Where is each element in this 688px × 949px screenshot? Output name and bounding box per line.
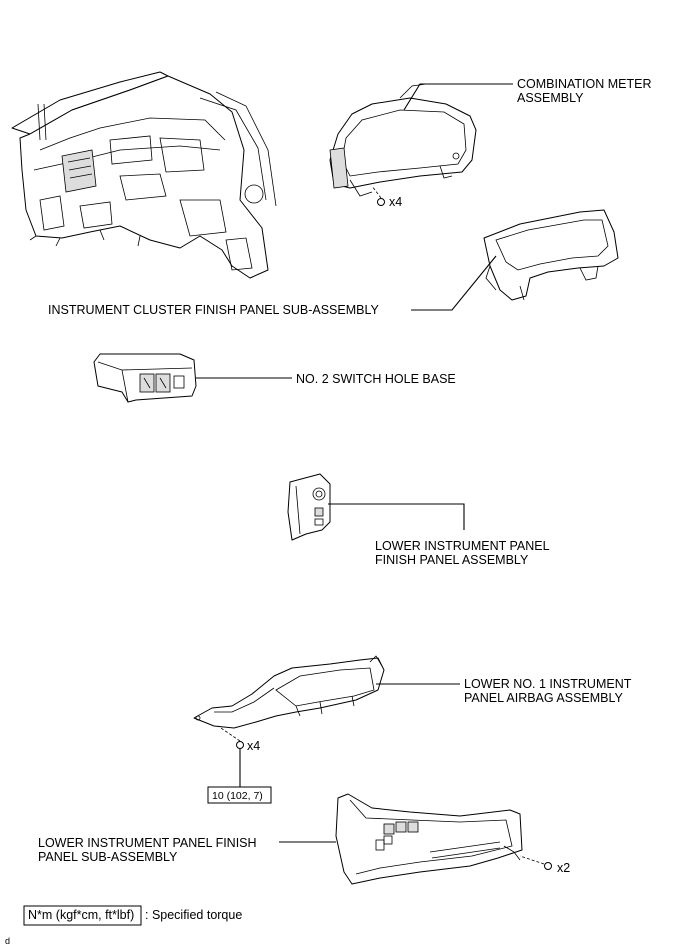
dashboard-frame-illustration [11,71,277,279]
cluster-finish-panel-label: INSTRUMENT CLUSTER FINISH PANEL SUB-ASSE… [48,303,380,317]
combination-meter-label-line2: ASSEMBLY [517,91,584,105]
torque-unit-legend: N*m (kgf*cm, ft*lbf) [28,908,134,922]
lower-finish-panel-assembly-illustration [287,473,331,541]
lower-finish-sub-assembly-illustration [335,793,552,885]
switch-hole-base-illustration [93,353,197,403]
lower-finish-panel-assembly-label-line1: LOWER INSTRUMENT PANEL [375,539,550,553]
torque-unit-legend-box [23,905,142,926]
airbag-bolt-quantity: x4 [247,739,260,753]
meter-screw-quantity: x4 [389,195,402,209]
cluster-finish-panel-illustration [483,209,619,301]
combination-meter-illustration [329,83,477,206]
torque-value-box [207,786,272,804]
meter-leader-line [403,83,513,111]
lower-finish-panel-leader-line [328,503,465,530]
sub-assembly-screw-quantity: x2 [557,861,570,875]
torque-value: 10 (102, 7) [212,790,263,802]
switch-hole-base-label: NO. 2 SWITCH HOLE BASE [296,372,456,386]
lower-finish-sub-label-line1: LOWER INSTRUMENT PANEL FINISH [38,836,257,850]
torque-legend-description: : Specified torque [145,908,242,922]
airbag-label-line1: LOWER NO. 1 INSTRUMENT [464,677,632,691]
lower-finish-panel-assembly-label-line2: FINISH PANEL ASSEMBLY [375,553,529,567]
cluster-panel-leader-line [411,255,497,311]
combination-meter-label-line1: COMBINATION METER [517,77,652,91]
lower-finish-sub-label-line2: PANEL SUB-ASSEMBLY [38,850,178,864]
airbag-assembly-illustration [193,655,385,749]
airbag-label-line2: PANEL AIRBAG ASSEMBLY [464,691,624,705]
corner-mark: d [5,936,10,946]
